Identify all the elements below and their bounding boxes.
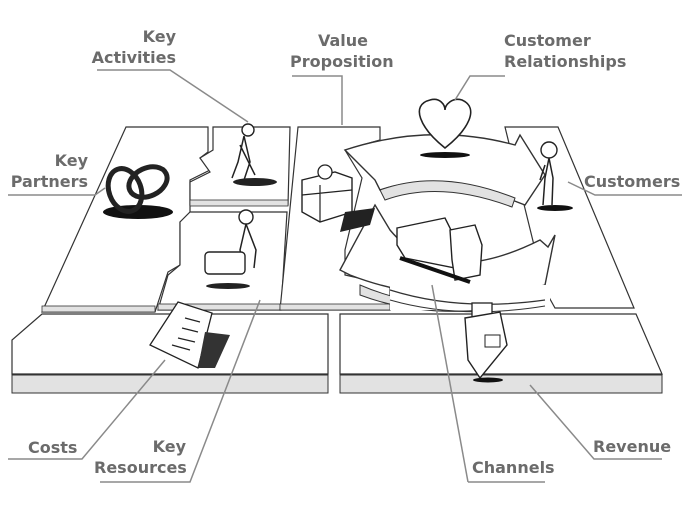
label-line: Relationships — [504, 52, 627, 71]
label-key-resources: Key Resources — [94, 436, 187, 478]
gift-box-icon — [301, 164, 375, 232]
relationship-channel-arc — [339, 133, 556, 313]
standing-person-icon — [537, 141, 573, 211]
cash-register-icon — [464, 302, 508, 383]
person-digging-icon — [231, 123, 277, 186]
customer-relationships-leader — [454, 75, 505, 101]
person-with-machine-icon — [204, 209, 257, 289]
label-key-partners: Key Partners — [4, 150, 88, 192]
label-channels: Channels — [472, 457, 555, 478]
label-line: Partners — [10, 172, 88, 191]
value-proposition-leader — [292, 75, 343, 125]
label-line: Customer — [504, 31, 591, 50]
heart-icon — [418, 98, 472, 158]
label-costs: Costs — [28, 437, 77, 458]
label-line: Customers — [584, 172, 681, 191]
label-line: Resources — [94, 458, 187, 477]
key-partners-leader — [8, 187, 106, 196]
label-customers: Customers — [584, 171, 680, 192]
key-resources-leader — [100, 299, 261, 483]
customers-leader — [567, 181, 682, 196]
label-line: Costs — [28, 438, 78, 457]
interlocked-rings-icon — [103, 164, 173, 219]
label-key-activities: Key Activities — [90, 26, 176, 68]
label-line: Key — [142, 27, 176, 46]
leader-lines — [8, 69, 682, 483]
channels-leader — [431, 284, 469, 483]
invoice-document-icon — [149, 301, 230, 369]
label-line: Revenue — [593, 437, 672, 456]
label-line: Activities — [91, 48, 176, 67]
label-customer-relationships: Customer Relationships — [504, 30, 626, 72]
label-line: Value — [318, 31, 369, 50]
revenue-leader — [529, 384, 662, 460]
label-value-proposition: Value Proposition — [290, 30, 394, 72]
label-line: Channels — [472, 458, 555, 477]
value-proposition-block — [279, 126, 391, 311]
label-line: Key — [152, 437, 186, 456]
key-activities-leader — [97, 69, 249, 123]
label-line: Proposition — [290, 52, 394, 71]
delivery-truck-icon — [396, 217, 483, 284]
label-line: Key — [54, 151, 88, 170]
label-revenue: Revenue — [593, 436, 671, 457]
costs-leader — [8, 359, 166, 460]
